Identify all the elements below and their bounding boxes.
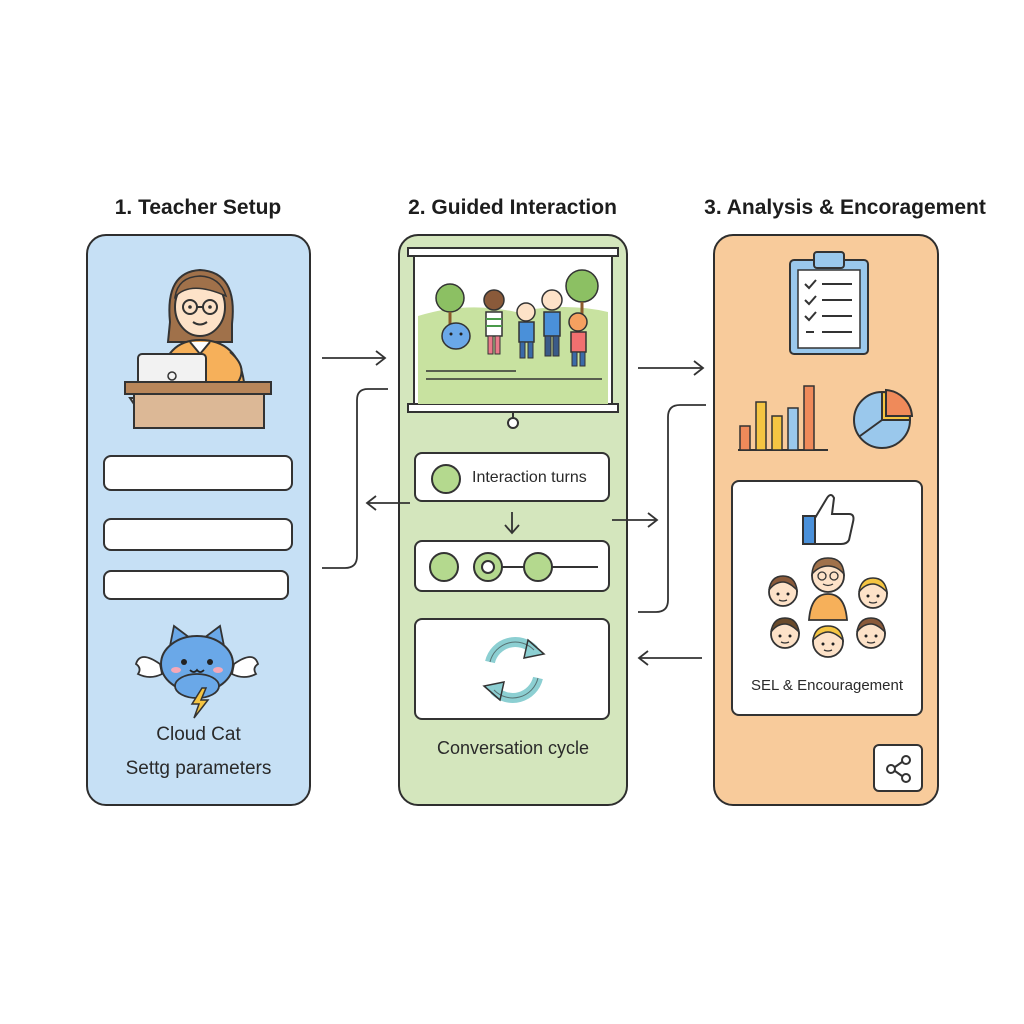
share-icon: [886, 755, 911, 783]
clipboard-icon: [789, 251, 869, 355]
share-button[interactable]: [873, 744, 923, 792]
cat-icon: [134, 624, 260, 719]
arrow-timeline-to-analysis: [612, 512, 659, 528]
down-arrow-icon: [504, 512, 520, 535]
teacher-icon: [124, 268, 272, 429]
children-icon: [435, 269, 599, 367]
turns-timeline-box[interactable]: [414, 540, 610, 592]
interaction-turns-label: Interaction turns: [472, 469, 587, 486]
cycle-box[interactable]: [414, 618, 610, 720]
setup-field-2[interactable]: [103, 518, 293, 551]
column-title-analysis: 3. Analysis & Encoragement: [704, 196, 986, 219]
turn-circle-icon: [431, 464, 461, 494]
cycle-icon: [482, 637, 546, 703]
interaction-turns-box[interactable]: Interaction turns: [414, 452, 610, 502]
setup-field-3[interactable]: [103, 570, 289, 600]
arrow-setup-to-interaction: [322, 350, 387, 366]
column-title-interaction: 2. Guided Interaction: [408, 196, 617, 219]
group-icon: [768, 557, 889, 658]
conversation-cycle-label: Conversation cycle: [436, 738, 590, 758]
arrow-interaction-to-analysis: [638, 360, 705, 376]
column-title-setup: 1. Teacher Setup: [114, 196, 282, 219]
sel-encouragement-label: SEL & Encouragement: [750, 677, 904, 694]
pie-chart-icon: [853, 388, 914, 449]
arrow-interaction-loop-back: [322, 388, 388, 569]
arrow-analysis-loop: [638, 404, 706, 613]
arrow-turns-to-setup: [365, 495, 410, 511]
params-label: Settg parameters: [125, 758, 272, 779]
thumbs-up-icon: [802, 494, 855, 545]
timeline-icon: [429, 552, 598, 582]
setup-field-1[interactable]: [103, 455, 293, 491]
cat-name-label: Cloud Cat: [156, 724, 241, 745]
sel-encouragement-box[interactable]: SEL & Encouragement: [731, 480, 923, 716]
bar-chart-icon: [738, 385, 828, 451]
arrow-analysis-to-interaction: [637, 650, 702, 666]
